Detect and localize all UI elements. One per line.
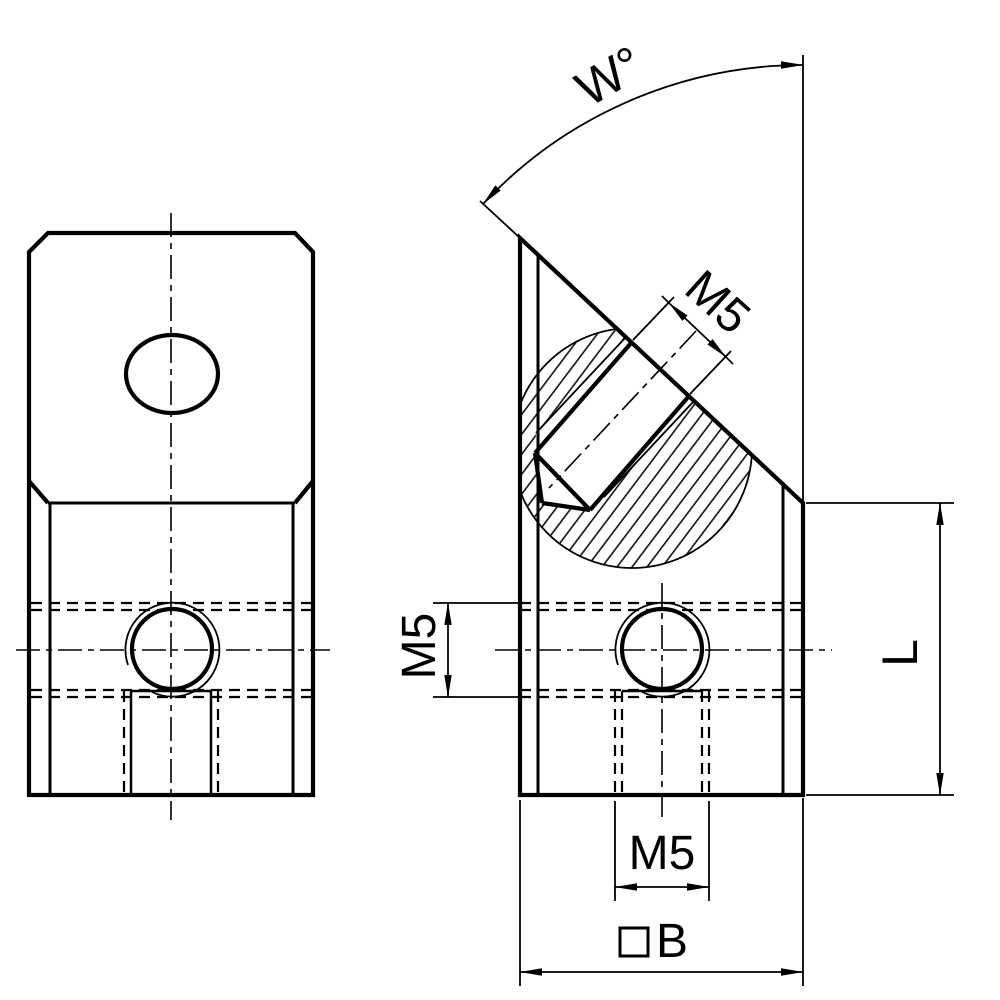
thread-angled-extension (689, 350, 732, 395)
side-thread-arc (614, 601, 711, 698)
angled-bore-wall (588, 394, 691, 512)
width-dimension: B (519, 798, 804, 986)
front-view (16, 213, 330, 820)
front-thread-arc (124, 601, 221, 698)
thread-bottom-label: M5 (629, 827, 696, 880)
square-symbol-icon (618, 926, 650, 958)
thread-angled-dim-overshoot (725, 356, 734, 365)
thread-dimension-side: M5 (393, 602, 521, 698)
angled-bore-drillpoint (541, 500, 591, 513)
front-outline (26, 230, 316, 798)
angle-extension-inclined (479, 200, 521, 239)
front-cross-hole (129, 606, 215, 692)
front-chamfer-right (293, 479, 315, 505)
length-label: L (872, 639, 928, 667)
thread-angled-label: M5 (675, 260, 760, 344)
angled-bore-end (533, 451, 592, 512)
front-chamfer-left (27, 479, 50, 505)
angle-label: W° (566, 35, 652, 117)
thread-angled-dim-overshoot (661, 295, 670, 304)
angled-bore-cavity (535, 337, 694, 510)
front-angled-hole (123, 332, 221, 416)
thread-side-label: M5 (393, 613, 446, 680)
angled-bore-wall (533, 340, 634, 455)
side-view (495, 233, 832, 823)
angle-arc (482, 61, 804, 205)
width-label: B (656, 915, 688, 968)
thread-dimension-bottom: M5 (614, 801, 710, 901)
angled-thread-line (603, 400, 695, 498)
thread-angled-extension (632, 296, 675, 341)
length-dimension: L (806, 502, 954, 796)
angled-thread-line (535, 336, 627, 434)
thread-angled-dim-line (668, 302, 727, 358)
